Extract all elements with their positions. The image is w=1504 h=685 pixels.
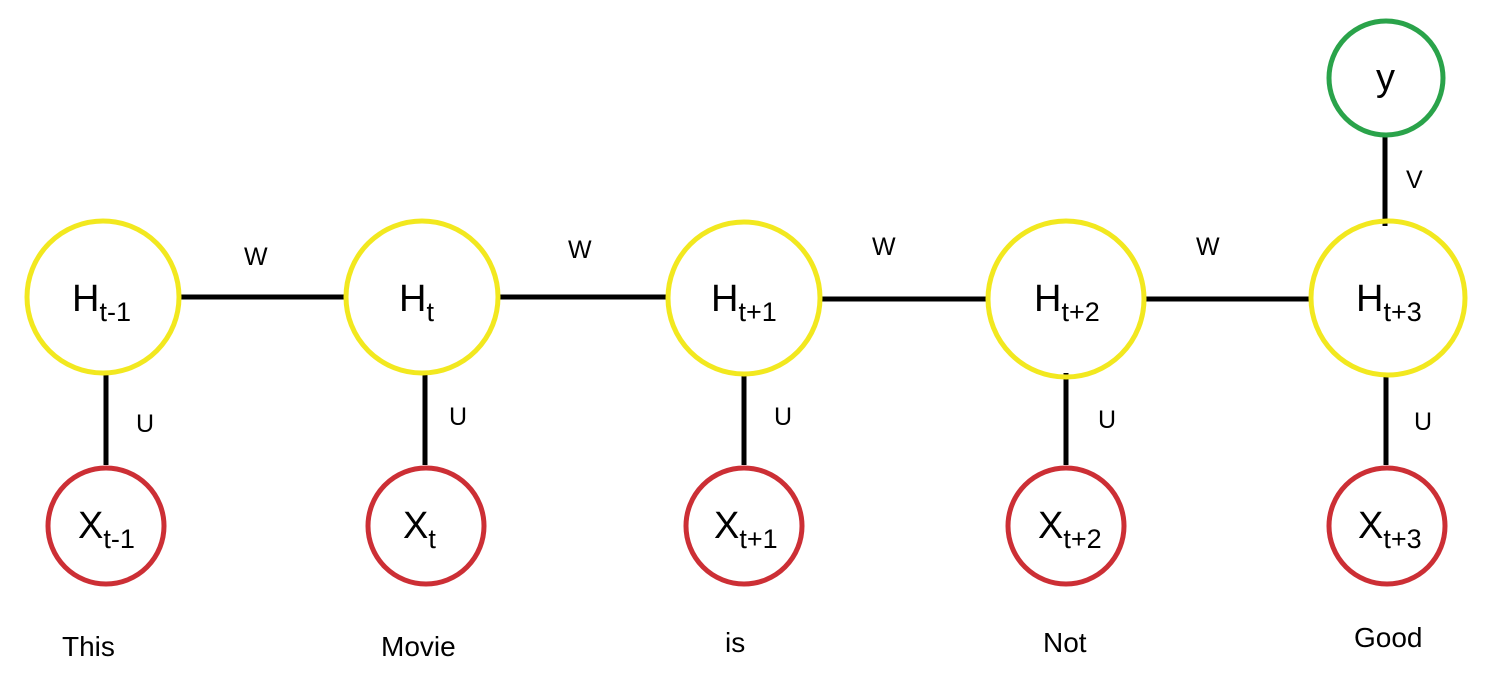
hidden-label-4-base: H [1034, 278, 1061, 320]
input-label-4: Xt+2 [1038, 505, 1102, 554]
input-label-5-base: X [1358, 505, 1383, 547]
hidden-node-3 [665, 219, 823, 377]
word-label-1: This [62, 631, 115, 662]
input-weight-label-5: U [1414, 408, 1432, 436]
input-label-2-sub: t [428, 524, 436, 554]
input-weight-label-4: U [1098, 406, 1116, 434]
hidden-label-1-base: H [72, 278, 99, 320]
recurrent-weight-label-4: W [1196, 233, 1220, 261]
input-label-1-base: X [78, 505, 103, 547]
hidden-nodes [24, 218, 1468, 380]
input-label-5: Xt+3 [1358, 505, 1422, 554]
hidden-node-2 [343, 218, 501, 376]
input-label-4-base: X [1038, 505, 1063, 547]
recurrent-weight-label-2: W [568, 236, 592, 264]
input-node-1 [45, 465, 167, 587]
hidden-label-5: Ht+3 [1356, 278, 1422, 327]
input-label-5-sub: t+3 [1383, 524, 1421, 554]
input-nodes [45, 465, 1448, 587]
input-label-4-sub: t+2 [1063, 524, 1101, 554]
hidden-label-2-sub: t [426, 297, 434, 327]
hidden-label-2: Ht [399, 278, 434, 327]
input-label-3: Xt+1 [714, 505, 778, 554]
input-label-1-sub: t-1 [103, 524, 135, 554]
word-label-5: Good [1354, 622, 1423, 653]
input-node-5 [1326, 465, 1448, 587]
edge-labels: W W W W U U U U U V [136, 166, 1432, 438]
word-label-4: Not [1043, 627, 1087, 658]
output-node [1326, 18, 1446, 138]
edges [103, 136, 1389, 465]
input-weight-label-1: U [136, 410, 154, 438]
input-weight-label-2: U [449, 403, 467, 431]
hidden-node-5 [1308, 218, 1468, 378]
hidden-label-4-sub: t+2 [1061, 297, 1099, 327]
hidden-label-2-base: H [399, 278, 426, 320]
hidden-label-5-sub: t+3 [1383, 297, 1421, 327]
output-label: y [1376, 57, 1395, 99]
input-label-3-base: X [714, 505, 739, 547]
recurrent-weight-label-3: W [872, 233, 896, 261]
hidden-label-1: Ht-1 [72, 278, 131, 327]
input-labels: Xt-1 Xt Xt+1 Xt+2 Xt+3 [78, 505, 1422, 554]
hidden-label-5-base: H [1356, 278, 1383, 320]
hidden-label-3-sub: t+1 [738, 297, 776, 327]
word-label-2: Movie [381, 631, 456, 662]
hidden-label-4: Ht+2 [1034, 278, 1100, 327]
output-weight-label: V [1406, 166, 1423, 194]
hidden-node-1 [24, 218, 182, 376]
word-label-3: is [725, 627, 745, 658]
hidden-label-1-sub: t-1 [99, 297, 131, 327]
input-label-1: Xt-1 [78, 505, 135, 554]
input-node-3 [683, 465, 805, 587]
hidden-labels: Ht-1 Ht Ht+1 Ht+2 Ht+3 [72, 278, 1422, 327]
input-label-2: Xt [403, 505, 436, 554]
word-labels: This Movie is Not Good [62, 622, 1423, 662]
recurrent-weight-label-1: W [244, 243, 268, 271]
input-weight-label-3: U [774, 403, 792, 431]
hidden-node-4 [985, 218, 1147, 380]
input-node-4 [1005, 465, 1127, 587]
hidden-label-3-base: H [711, 278, 738, 320]
input-label-2-base: X [403, 505, 428, 547]
input-label-3-sub: t+1 [739, 524, 777, 554]
input-node-2 [365, 465, 487, 587]
hidden-label-3: Ht+1 [711, 278, 777, 327]
